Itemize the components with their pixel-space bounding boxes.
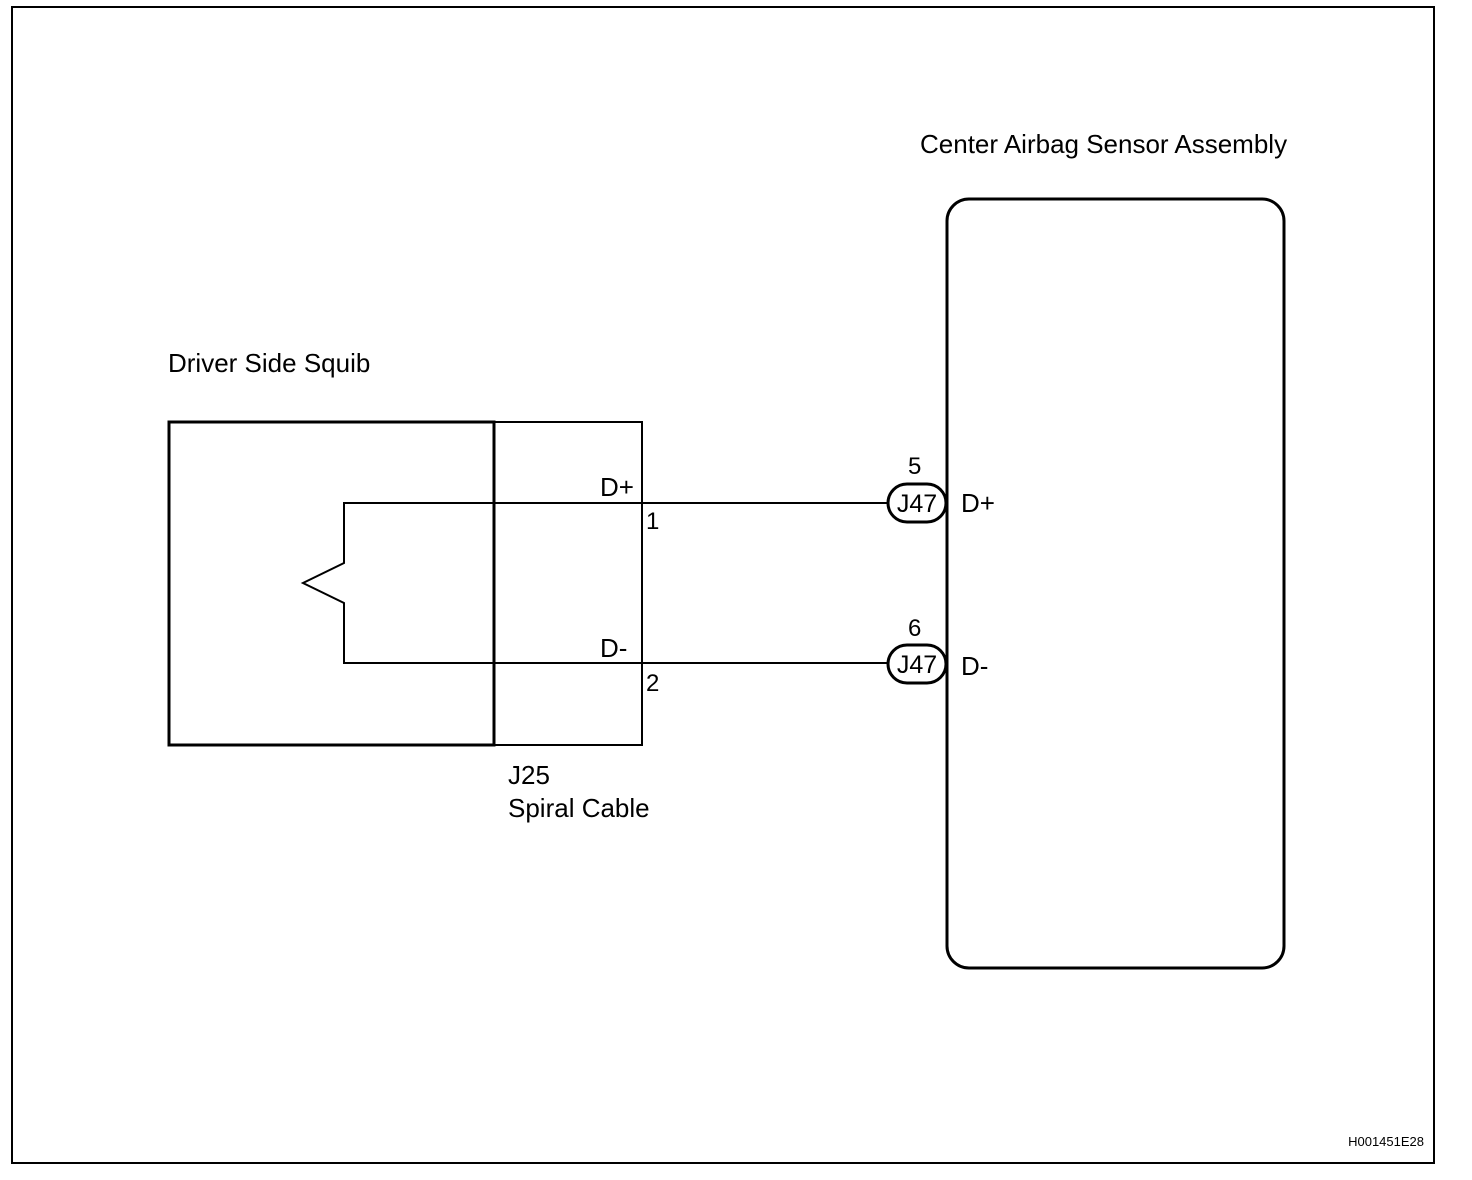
pin-left-1: 1	[646, 508, 659, 535]
signal-right-d-minus: D-	[961, 651, 988, 681]
diagram-frame	[11, 6, 1435, 1164]
connector-label-minus: J47	[897, 651, 937, 679]
spiral-cable-code: J25	[508, 760, 550, 790]
squib-element-wire	[300, 502, 494, 664]
sensor-box	[945, 197, 1286, 970]
signal-left-d-minus: D-	[600, 633, 627, 663]
signal-right-d-plus: D+	[961, 488, 995, 518]
pin-right-5: 5	[908, 453, 921, 480]
pin-left-2: 2	[646, 670, 659, 697]
spiral-cable-box	[493, 421, 643, 746]
signal-left-d-plus: D+	[600, 472, 634, 502]
sensor-label: Center Airbag Sensor Assembly	[920, 129, 1287, 159]
squib-label: Driver Side Squib	[168, 348, 370, 378]
figure-code: H001451E28	[1348, 1134, 1424, 1149]
connector-label-plus: J47	[897, 490, 937, 518]
squib-box	[167, 420, 496, 747]
pin-right-6: 6	[908, 615, 921, 642]
spiral-cable-label: Spiral Cable	[508, 793, 650, 823]
